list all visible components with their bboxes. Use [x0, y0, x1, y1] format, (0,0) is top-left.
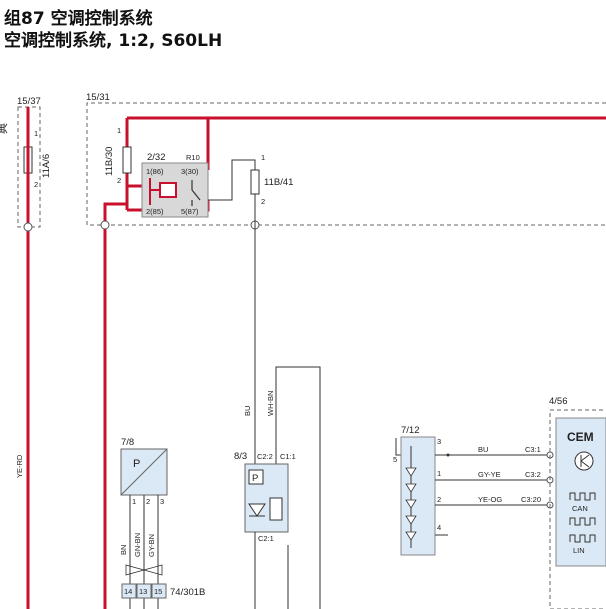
relay-pin-86: 1(86) [146, 167, 164, 176]
panel-pin-2: 2 [437, 495, 441, 504]
transistor-icon [574, 451, 594, 471]
fuse-11b41 [250, 169, 260, 195]
fuse-11b30-pin-2: 2 [117, 176, 121, 185]
relay-pin-30: 3(30) [181, 167, 199, 176]
connector-node [100, 220, 110, 230]
relay-name: R10 [186, 153, 200, 162]
led-icon [405, 515, 417, 525]
panel-7-12: 7/12 3 5 1 2 4 [393, 425, 441, 556]
fuse-box-ref: 15/37 [17, 96, 41, 107]
led-icon [405, 483, 417, 493]
connector-pin: 13 [139, 587, 147, 596]
diagram-title: 组87 空调控制系统 [4, 9, 153, 29]
sensor-ref: 7/8 [121, 437, 134, 448]
wire-label-gn-bn: GN-BN [133, 533, 142, 557]
led-icon [405, 467, 417, 477]
wire-label-wh-bn: WH-BN [266, 391, 275, 416]
switch-pin-c2-2: C2:2 [257, 452, 273, 461]
relay-coil [159, 182, 177, 198]
connector-pin: 15 [154, 587, 162, 596]
wire-label-gy-ye: GY-YE [478, 470, 501, 479]
fuse-11b30 [122, 146, 132, 174]
relay-contact [191, 189, 201, 201]
panel-pin-3: 3 [437, 437, 441, 446]
fuse-box-15-31: 15/31 [86, 92, 606, 226]
diode-symbol [248, 503, 266, 517]
relay-ref: 2/32 [147, 152, 166, 163]
cem-name: CEM [567, 430, 594, 444]
wire-label-gy-bn: GY-BN [147, 534, 156, 557]
connector-node [23, 222, 33, 232]
wire-label-bu: BU [243, 406, 252, 416]
cem-pin-c3-1: C3:1 [525, 445, 541, 454]
lin-signal-icon [569, 534, 596, 543]
twisted-pair-icon [125, 564, 163, 576]
sensor-pin-3: 3 [160, 497, 164, 506]
panel-pin-4: 4 [437, 523, 441, 532]
fuse-11b41-pin-1: 1 [261, 153, 265, 162]
switch-8-3: 8/3 C2:2 C1:1 P C2:1 [234, 451, 296, 543]
sensor-pin-2: 2 [146, 497, 150, 506]
cem-pin-c3-2: C3:2 [525, 470, 541, 479]
cem-can-label: CAN [572, 504, 588, 513]
sensor-symbol: P [133, 458, 140, 470]
wire-label-bn: BN [119, 545, 128, 555]
wire-label-bu-2: BU [478, 445, 488, 454]
edge-glyph: 典 [0, 123, 9, 134]
pressure-symbol: P [252, 473, 258, 484]
led-icon [405, 499, 417, 509]
cem-ref: 4/56 [549, 396, 568, 407]
wire-label-ye-rd: YE-RD [15, 454, 24, 478]
connector-74-301b: 14 13 15 74/301B [121, 583, 205, 599]
diagram-subtitle: 空调控制系统, 1:2, S60LH [4, 31, 223, 51]
fuse-box-main-ref: 15/31 [86, 92, 110, 103]
fuse-pin-2: 2 [34, 180, 38, 189]
panel-pin-5: 5 [393, 455, 397, 464]
switch-coil [269, 497, 283, 521]
relay-pin-85: 2(85) [146, 207, 164, 216]
wire-ground-return [103, 202, 127, 609]
fuse-11b41-pin-2: 2 [261, 197, 265, 206]
sensor-7-8: 7/8 P 1 2 3 [120, 437, 168, 506]
relay-2-32: 2/32 R10 1(86) 3(30) 2(85) 5(87) [141, 152, 209, 218]
switch-ref: 8/3 [234, 451, 247, 462]
cem-pin-c3-20: C3:20 [521, 495, 541, 504]
fuse-box-15-37: 15/37 典 1 2 11A/6 [0, 96, 52, 228]
panel-ref: 7/12 [401, 425, 420, 436]
relay-pin-87: 5(87) [181, 207, 199, 216]
switch-pin-c2-1: C2:1 [258, 534, 274, 543]
panel-pin-1: 1 [437, 469, 441, 478]
fuse-11b30-pin-1: 1 [117, 126, 121, 135]
can-signal-icon [569, 492, 596, 501]
fuse-label-11b30: 11B/30 [104, 147, 115, 176]
sensor-pin-1: 1 [132, 497, 136, 506]
led-icon [405, 531, 417, 541]
cem-module-4-56: 4/56 CEM CAN LIN [549, 396, 606, 609]
switch-pin-c1-1: C1:1 [280, 452, 296, 461]
fuse-label-11b41: 11B/41 [264, 177, 293, 188]
fuse-pin-1: 1 [34, 129, 38, 138]
connector-ref: 74/301B [170, 587, 205, 598]
wire-label-ye-og: YE-OG [478, 495, 502, 504]
cem-lin-label: LIN [573, 546, 585, 555]
wire-wh-bn [275, 366, 321, 609]
connector-pin: 14 [124, 587, 132, 596]
fuse-label-11a6: 11A/6 [41, 154, 52, 178]
